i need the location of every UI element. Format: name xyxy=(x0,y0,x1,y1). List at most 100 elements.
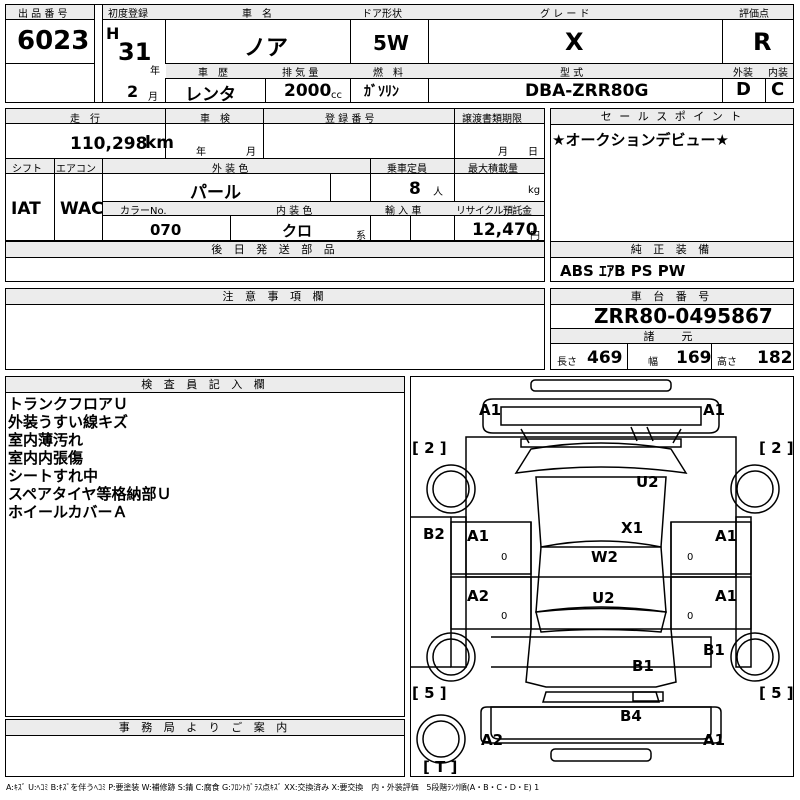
name-label: 車 名 xyxy=(242,9,272,20)
deadline-label: 譲渡書類期限 xyxy=(462,114,522,125)
rear-left-a2: A2 xyxy=(481,731,504,749)
sales-point-text: ★オークションデビュー★ xyxy=(552,131,729,149)
reg-month: 2 xyxy=(127,82,139,101)
length-label: 長さ xyxy=(557,357,577,368)
lot-number: 6023 xyxy=(17,26,90,56)
recycle: 12,470 xyxy=(472,220,538,240)
era: H xyxy=(106,24,120,43)
interior-label: 内 装 色 xyxy=(276,206,313,217)
center-u2: U2 xyxy=(592,589,615,607)
note-line: 外装うすい線キズ xyxy=(8,413,129,431)
note-line: 室内内張傷 xyxy=(8,449,84,467)
note-line: スペアタイヤ等格納部Ｕ xyxy=(8,485,172,503)
grade-label: グ レ ー ド xyxy=(540,9,590,20)
recycle-label: リサイクル預託金 xyxy=(456,206,532,217)
color: パール xyxy=(190,183,241,203)
spec-table xyxy=(5,108,545,241)
doors-label: ドア形状 xyxy=(362,9,402,20)
capacity-label: 乗車定員 xyxy=(387,164,427,175)
displacement: 2000 xyxy=(284,81,332,101)
capacity: 8 xyxy=(409,179,421,199)
yen-unit: 円 xyxy=(530,231,540,242)
mileage: 110,298 xyxy=(70,134,148,154)
sales-point-label: セ ー ル ス ポ イ ン ト xyxy=(551,109,793,125)
kg-unit: kg xyxy=(528,185,541,196)
fuel-label: 燃 料 xyxy=(373,68,403,79)
insp-year-unit: 年 xyxy=(196,147,206,158)
rear-right-a1: A1 xyxy=(703,731,726,749)
rear-b4: B4 xyxy=(620,707,642,725)
chassis-label: 車 台 番 号 xyxy=(551,289,793,305)
chassis-box: 車 台 番 号 ZRR80-0495867 諸 元 長さ 469 幅 169 高… xyxy=(550,288,794,370)
door-right-front: A1 xyxy=(715,527,738,545)
door-left-front: A1 xyxy=(467,527,490,545)
tire-rear-left: [ 5 ] xyxy=(412,684,447,702)
door-right-rear: A1 xyxy=(715,587,738,605)
width: 169 xyxy=(676,348,712,368)
note-line: 室内薄汚れ xyxy=(8,431,84,449)
tire-rear-right: [ 5 ] xyxy=(759,684,794,702)
caution-box: 注 意 事 項 欄 xyxy=(5,288,545,370)
inspection-label: 車 検 xyxy=(200,114,230,125)
doors: 5W xyxy=(373,31,409,55)
later-parts-label: 後 日 発 送 部 品 xyxy=(6,242,544,258)
door-left-front-sub: 0 xyxy=(501,552,508,563)
note-line: ホイールカバーＡ xyxy=(8,503,128,521)
ext-score: D xyxy=(736,79,751,100)
office-box: 事 務 局 よ り ご 案 内 xyxy=(5,719,405,777)
note-line: トランクフロアＵ xyxy=(8,395,129,413)
km-unit: km xyxy=(145,133,175,153)
door-left-rear: A2 xyxy=(467,587,490,605)
displacement-label: 排 気 量 xyxy=(282,68,319,79)
center-w2: W2 xyxy=(591,548,618,566)
note-line: シートすれ中 xyxy=(8,467,99,485)
side-b2: B2 xyxy=(423,525,445,543)
tire-front-right: [ 2 ] xyxy=(759,439,794,457)
history: レンタ xyxy=(185,85,236,105)
lot-label: 出 品 番 号 xyxy=(18,9,68,20)
history-label: 車 歴 xyxy=(198,68,228,79)
fuel: ｶﾞｿﾘﾝ xyxy=(364,84,399,100)
mileage-label: 走 行 xyxy=(70,114,100,125)
roof-u2: U2 xyxy=(636,473,659,491)
equipment-box: 純 正 装 備 ABS ｴｱB PS PW xyxy=(550,241,794,282)
grade: X xyxy=(565,28,584,56)
car-outline xyxy=(411,379,780,764)
door-right-front-sub: 0 xyxy=(687,552,694,563)
inspector-notes: トランクフロアＵ 外装うすい線キズ 室内薄汚れ 室内内張傷 シートすれ中 スペア… xyxy=(8,395,172,521)
reg-number-label: 登 録 番 号 xyxy=(325,114,375,125)
model-label: 型 式 xyxy=(560,68,584,79)
legend: A:ｷｽﾞ U:ﾍｺﾐ B:ｷｽﾞを伴うﾍｺﾐ P:要塗装 W:補修跡 S:錆 … xyxy=(6,783,540,792)
load-label: 最大積載量 xyxy=(468,164,518,175)
header-table xyxy=(5,4,794,103)
roof-x1: X1 xyxy=(621,519,644,537)
door-right-rear-sub: 0 xyxy=(687,611,694,622)
int-score: C xyxy=(771,79,785,100)
equipment-label: 純 正 装 備 xyxy=(551,242,793,258)
side-right-b1: B1 xyxy=(703,641,725,659)
kei-unit: 系 xyxy=(356,231,366,242)
ac-label: エアコン xyxy=(56,164,96,175)
insp-month-unit: 月 xyxy=(246,147,256,158)
score: R xyxy=(753,28,772,56)
import-label: 輸 入 車 xyxy=(385,206,422,217)
front-left-a1: A1 xyxy=(479,401,502,419)
inspector-box: 検 査 員 記 入 欄 トランクフロアＵ 外装うすい線キズ 室内薄汚れ 室内内張… xyxy=(5,376,405,717)
chassis-number: ZRR80-0495867 xyxy=(594,304,773,328)
reg-year: 31 xyxy=(118,38,152,66)
shift-label: シフト xyxy=(12,164,42,175)
sales-point-box: セ ー ル ス ポ イ ン ト ★オークションデビュー★ xyxy=(550,108,794,242)
model: DBA-ZRR80G xyxy=(525,81,649,101)
first-reg-label: 初度登録 xyxy=(108,9,148,20)
shift: IAT xyxy=(11,199,41,219)
year-unit: 年 xyxy=(150,66,160,77)
ac: WAC xyxy=(60,199,104,219)
int-label: 内装 xyxy=(768,68,788,79)
ext-label: 外装 xyxy=(733,68,753,79)
dl-month-unit: 月 xyxy=(498,147,508,158)
interior: クロ xyxy=(282,222,313,240)
length: 469 xyxy=(587,348,623,368)
height: 182 xyxy=(757,348,793,368)
later-parts-box: 後 日 発 送 部 品 xyxy=(5,241,545,282)
spare-tire: [ T ] xyxy=(423,758,458,776)
